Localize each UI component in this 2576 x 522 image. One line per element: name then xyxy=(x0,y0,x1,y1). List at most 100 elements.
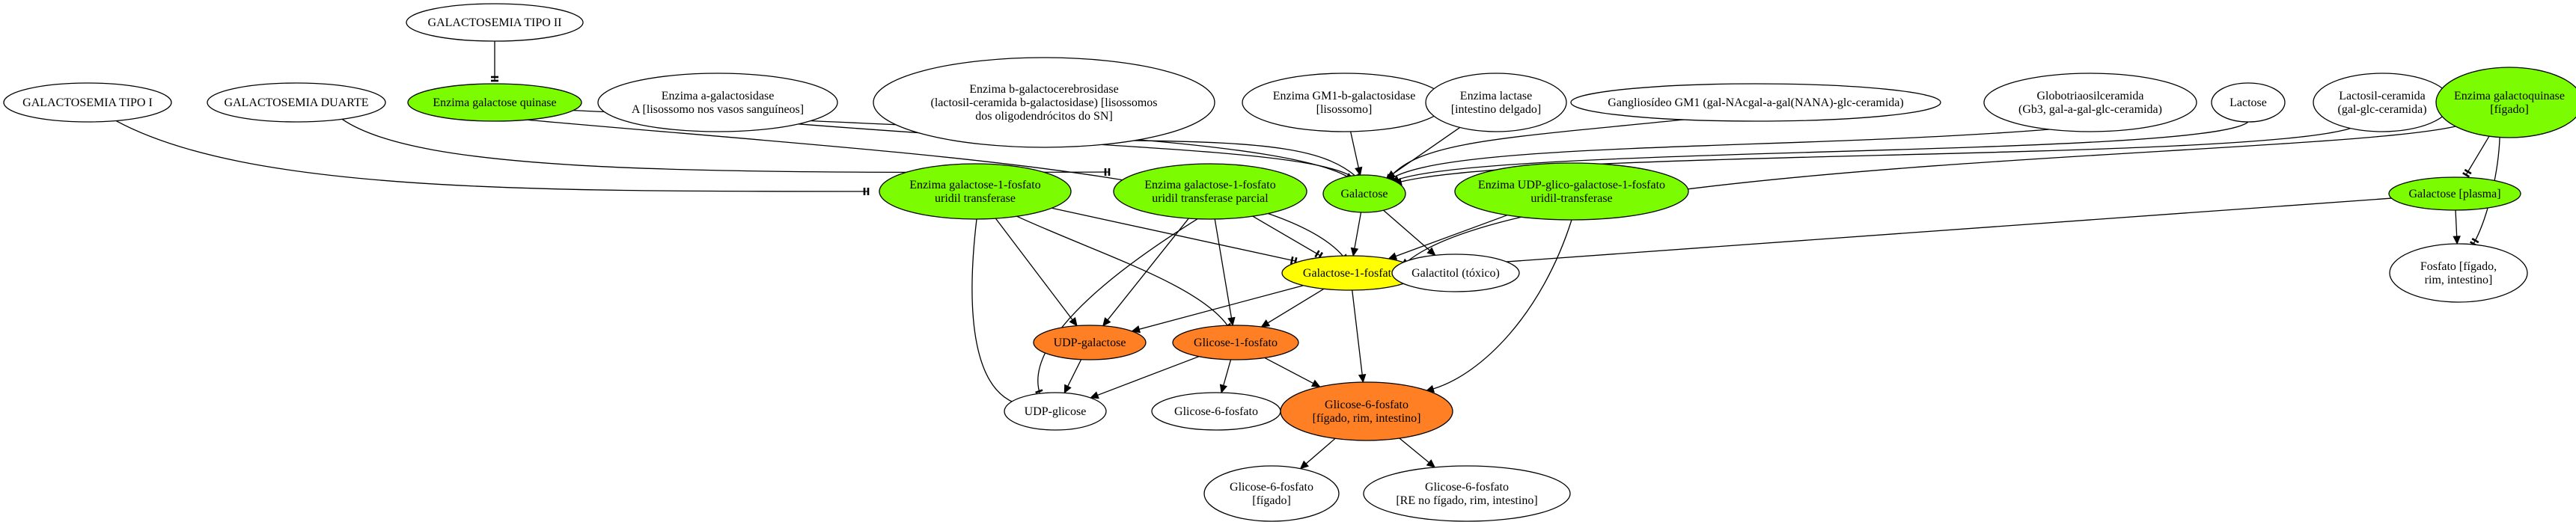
edge-line xyxy=(1214,218,1233,319)
node-label-line: Fosfato [fígado, xyxy=(2420,260,2497,273)
edge-galactose_1_fosfato-to-glicose_6_fosfato_main xyxy=(1352,289,1367,384)
node-shape xyxy=(1425,73,1567,132)
node-label-line: Enzima galactose quinase xyxy=(433,96,556,109)
inhibition-bar-icon xyxy=(2462,172,2470,178)
node-label-line: Enzima GM1-b-galactosidase xyxy=(1273,90,1416,102)
edge-galactose-to-galactose_1_fosfato xyxy=(1350,212,1362,257)
node-enzima-lactase: Enzima lactase[intestino delgado] xyxy=(1425,73,1567,132)
node-shape xyxy=(1151,392,1281,431)
node-label-line: Galactitol (tóxico) xyxy=(1411,267,1500,280)
arrowhead-icon xyxy=(1131,325,1141,334)
node-enzima-gm1: Enzima GM1-b-galactosidase[lisossomo] xyxy=(1242,73,1447,132)
node-galactose-plasma: Galactose [plasma] xyxy=(2388,176,2521,211)
node-galactosemia-duarte: GALACTOSEMIA DUARTE xyxy=(207,82,386,123)
node-shape xyxy=(407,83,582,122)
node-gangliosideo-gm1: Gangliosídeo GM1 (gal-NAcgal-a-gal(NANA)… xyxy=(1570,83,1941,122)
edge-enzima_galactoquinase-to-galactose_plasma xyxy=(2462,135,2490,178)
node-label-line: Enzima galactose-1-fosfato xyxy=(909,179,1040,191)
node-label-line: UDP-glicose xyxy=(1025,405,1087,418)
arrowhead-icon xyxy=(1299,460,1309,470)
node-label-line: Glicose-6-fosfato xyxy=(1425,481,1509,494)
node-shape xyxy=(1280,381,1453,441)
node-shape xyxy=(2313,73,2452,132)
edge-enzima_gal1p_uridil-to-udp_galactose xyxy=(995,218,1078,327)
edge-glicose_1_fosfato-to-glicose_6_fosfato_plain xyxy=(1219,359,1232,394)
edge-glicose_1_fosfato-to-udp_glicose xyxy=(1090,356,1200,399)
edge-enzima_gal1p_parcial-to-udp_galactose xyxy=(1102,218,1189,327)
edge-galactose_1_fosfato-to-udp_galactose xyxy=(1131,285,1304,334)
edge-line xyxy=(1406,126,2456,262)
node-label-line: Enzima galactose-1-fosfato xyxy=(1144,179,1275,191)
edge-line xyxy=(1097,356,1200,396)
node-shape xyxy=(1363,465,1571,522)
edge-line xyxy=(1067,359,1082,387)
node-label-line: Globotriaosilceramida xyxy=(2036,90,2143,102)
edge-line xyxy=(1354,212,1362,249)
node-shape xyxy=(1454,162,1689,221)
edge-galactose_plasma-to-fosfato xyxy=(2453,209,2461,245)
edge-line xyxy=(1352,289,1363,375)
node-label-line: Enzima galactoquinase xyxy=(2454,90,2565,102)
edge-line xyxy=(1267,288,1325,324)
inhibition-bar-icon xyxy=(2471,238,2479,244)
node-shape xyxy=(879,163,1072,220)
node-enzima-udp-glico: Enzima UDP-glico-galactose-1-fosfatourid… xyxy=(1454,162,1689,221)
edge-line xyxy=(1390,119,1684,177)
node-label-line: rim, intestino] xyxy=(2425,274,2493,286)
edge-line xyxy=(2465,135,2490,176)
node-lactosil-ceramida: Lactosil-ceramida(gal-glc-ceramida) xyxy=(2313,73,2452,132)
node-shape xyxy=(597,73,838,132)
edge-line xyxy=(1393,129,2050,178)
node-enzima-galactose-quinase: Enzima galactose quinase xyxy=(407,83,582,122)
node-label-line: [RE no fígado, rim, intestino] xyxy=(1396,494,1537,507)
node-label-line: uridil transferase xyxy=(935,192,1016,205)
inhibition-bar-icon xyxy=(1314,250,1320,258)
node-shape xyxy=(1113,163,1307,220)
arrowhead-icon xyxy=(1260,319,1271,328)
node-label-line: GALACTOSEMIA TIPO II xyxy=(428,16,562,29)
edge-line xyxy=(1107,218,1189,321)
node-enzima-galactoquinase: Enzima galactoquinase[fígado] xyxy=(2435,67,2576,138)
edge-line xyxy=(971,218,1025,406)
node-fosfato: Fosfato [fígado,rim, intestino] xyxy=(2389,243,2528,303)
arrowhead-icon xyxy=(1388,252,1398,260)
edge-glicose_6_fosfato_main-to-glicose_6_fosfato_re xyxy=(1399,437,1436,468)
node-label-line: (Gb3, gal-a-gal-glc-ceramida) xyxy=(2018,103,2162,116)
node-label-line: Galactose xyxy=(1340,188,1388,200)
node-label-line: [fígado, rim, intestino] xyxy=(1313,412,1421,425)
edge-enzima_udp_glico-to-galactose_1_fosfato xyxy=(1388,215,1508,260)
node-label-line: (gal-glc-ceramida) xyxy=(2337,103,2426,116)
edge-line xyxy=(1139,285,1304,330)
node-label-line: [fígado] xyxy=(1252,494,1291,507)
node-shape xyxy=(1570,83,1941,122)
inhibition-bar-icon xyxy=(2464,168,2472,175)
node-shape xyxy=(873,57,1215,148)
edge-galactosemia_tipo_i-to-enzima_gal1p_uridil xyxy=(115,120,870,195)
arrowhead-icon xyxy=(1219,384,1227,394)
edge-line xyxy=(1134,140,1357,177)
node-label-line: Enzima a-galactosidase xyxy=(662,90,775,102)
edge-line xyxy=(1223,359,1232,386)
node-label-line: Glicose-1-fosfato xyxy=(1194,337,1278,349)
arrowhead-icon xyxy=(1090,391,1099,399)
node-label-line: dos oligodendrócitos do SN] xyxy=(975,110,1113,123)
node-galactosemia-tipo-i: GALACTOSEMIA TIPO I xyxy=(3,82,172,123)
node-shape xyxy=(2435,67,2576,138)
arrowhead-icon xyxy=(1310,379,1321,387)
node-galactosemia-tipo-ii: GALACTOSEMIA TIPO II xyxy=(406,3,584,42)
node-galactitol: Galactitol (tóxico) xyxy=(1391,254,1520,292)
node-label-line: Glicose-6-fosfato xyxy=(1230,481,1313,494)
edge-enzima_gal1p_parcial-to-galactose_1_fosfato xyxy=(1252,215,1323,260)
arrowhead-icon xyxy=(1355,166,1363,176)
arrowhead-icon xyxy=(2453,236,2461,245)
edge-line xyxy=(1397,121,2249,180)
node-enzima-b-galactocerebrosidase: Enzima b-galactocerebrosidase(lactosil-c… xyxy=(873,57,1215,148)
edge-galactose-to-galactitol xyxy=(1383,209,1436,257)
node-label-line: GALACTOSEMIA TIPO I xyxy=(22,96,153,109)
edge-line xyxy=(1393,126,1461,174)
edge-udp_galactose-to-udp_glicose xyxy=(1063,359,1082,394)
node-glicose-6-fosfato-re: Glicose-6-fosfato[RE no fígado, rim, int… xyxy=(1363,465,1571,522)
node-shape xyxy=(207,82,386,123)
